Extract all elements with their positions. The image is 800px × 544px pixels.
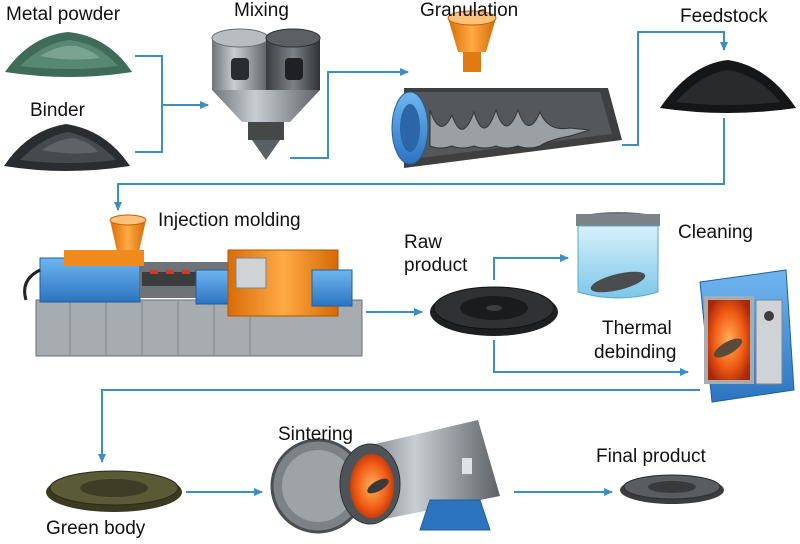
final-product-disc: [620, 474, 724, 504]
label-binder: Binder: [30, 100, 86, 121]
label-granulation: Granulation: [420, 0, 518, 21]
label-green-body: Green body: [46, 518, 146, 539]
arrow-metal-to-mixing: [135, 55, 163, 105]
arrow-raw-to-cleaning: [493, 254, 569, 280]
arrow-debinding-to-greenbody: [98, 389, 700, 463]
label-raw-product-line2: product: [404, 255, 468, 276]
green-body-disc: [46, 470, 182, 512]
injection-molding-machine: [23, 214, 363, 357]
mixing-machine: [211, 28, 321, 160]
label-feedstock: Feedstock: [680, 6, 768, 27]
metal-powder-pile: [5, 32, 132, 77]
label-cleaning: Cleaning: [678, 222, 753, 243]
arrow-binder-to-mixing: [135, 101, 209, 153]
cleaning-jar: [576, 212, 660, 299]
label-thermal-line1: Thermal: [602, 318, 672, 339]
raw-product-disc: [430, 286, 558, 336]
label-injection-molding: Injection molding: [158, 210, 301, 231]
feedstock-pile: [660, 60, 796, 113]
arrow-mixing-to-granulation: [290, 68, 409, 159]
arrow-raw-to-debinding: [493, 340, 689, 376]
binder-pile: [4, 124, 130, 171]
label-thermal-line2: debinding: [594, 342, 676, 363]
arrow-feedstock-to-injection: [114, 118, 725, 211]
arrow-granulation-to-feedstock: [622, 31, 728, 146]
sintering-furnace: [270, 420, 500, 534]
granulation-extruder: [391, 10, 622, 168]
label-final-product: Final product: [596, 446, 707, 467]
label-mixing: Mixing: [234, 0, 289, 21]
label-raw-product-line1: Raw: [404, 232, 442, 253]
label-sintering: Sintering: [278, 424, 353, 445]
flow-arrows: [98, 31, 728, 496]
thermal-debinding-oven: [699, 269, 795, 403]
label-metal-powder: Metal powder: [6, 4, 121, 25]
